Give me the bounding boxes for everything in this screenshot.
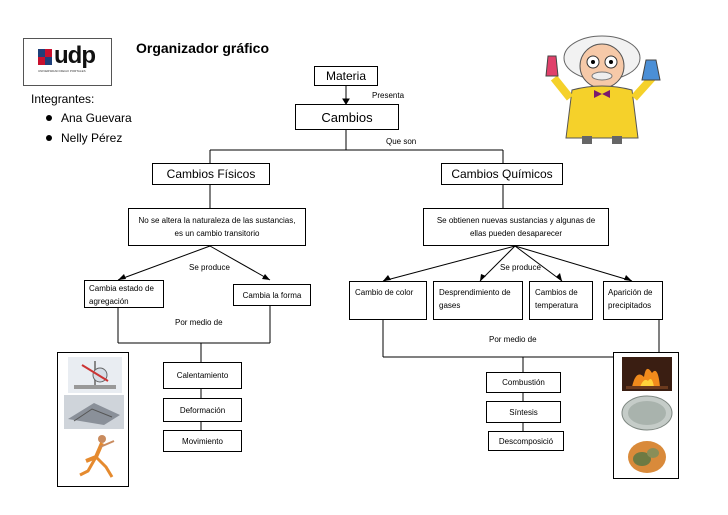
logo-emblem-icon — [38, 49, 52, 65]
link-chemical-se-produce: Se produce — [500, 263, 541, 272]
chemical-means-combustion: Combustión — [486, 372, 561, 393]
chemical-type-gases: Desprendimiento de gases — [433, 281, 523, 320]
link-physical-se-produce: Se produce — [189, 263, 230, 272]
chemical-images-panel — [613, 352, 679, 479]
page-title: Organizador gráfico — [136, 40, 270, 56]
deformation-image — [64, 395, 124, 429]
node-cambios-fisicos: Cambios Físicos — [152, 163, 270, 185]
node-cambios: Cambios — [295, 104, 399, 130]
chemical-definition: Se obtienen nuevas sustancias y algunas … — [423, 208, 609, 246]
scientist-illustration — [545, 35, 661, 144]
heating-apparatus-image — [68, 357, 122, 393]
physical-means-movimiento: Movimiento — [163, 430, 242, 452]
physical-means-calentamiento: Calentamiento — [163, 362, 242, 389]
team-heading: Integrantes: — [31, 92, 95, 106]
logo-text: udp — [54, 42, 96, 69]
physical-type-estado: Cambia estado de agregación — [84, 280, 164, 308]
node-cambios-quimicos: Cambios Químicos — [441, 163, 563, 185]
link-que-son: Que son — [386, 137, 417, 146]
link-presenta: Presenta — [372, 91, 405, 100]
physical-type-forma: Cambia la forma — [233, 284, 311, 306]
rotten-fruit-image — [628, 441, 666, 473]
link-chemical-por-medio: Por medio de — [489, 335, 537, 344]
chemical-type-temperatura: Cambios de temperatura — [529, 281, 593, 320]
team-member: Nelly Pérez — [31, 128, 132, 148]
physical-means-deformacion: Deformación — [163, 398, 242, 422]
physical-definition: No se altera la naturaleza de las sustan… — [128, 208, 306, 246]
fire-image — [622, 357, 672, 391]
movement-image — [79, 435, 115, 478]
logo-subtext: UNIVERSIDAD DIEGO PORTALES — [38, 69, 86, 73]
node-materia: Materia — [314, 66, 378, 86]
university-logo: udp UNIVERSIDAD DIEGO PORTALES — [23, 38, 112, 86]
chemical-means-descomposicion: Descomposició — [488, 431, 564, 451]
link-physical-por-medio: Por medio de — [175, 318, 223, 327]
chemical-type-precipitados: Aparición de precipitados — [603, 281, 663, 320]
team-member: Ana Guevara — [31, 108, 132, 128]
chemical-type-color: Cambio de color — [349, 281, 427, 320]
team-list: Ana Guevara Nelly Pérez — [31, 108, 132, 148]
physical-images-panel — [57, 352, 129, 487]
chemical-means-sintesis: Síntesis — [486, 401, 561, 423]
precipitate-dish-image — [621, 395, 673, 431]
